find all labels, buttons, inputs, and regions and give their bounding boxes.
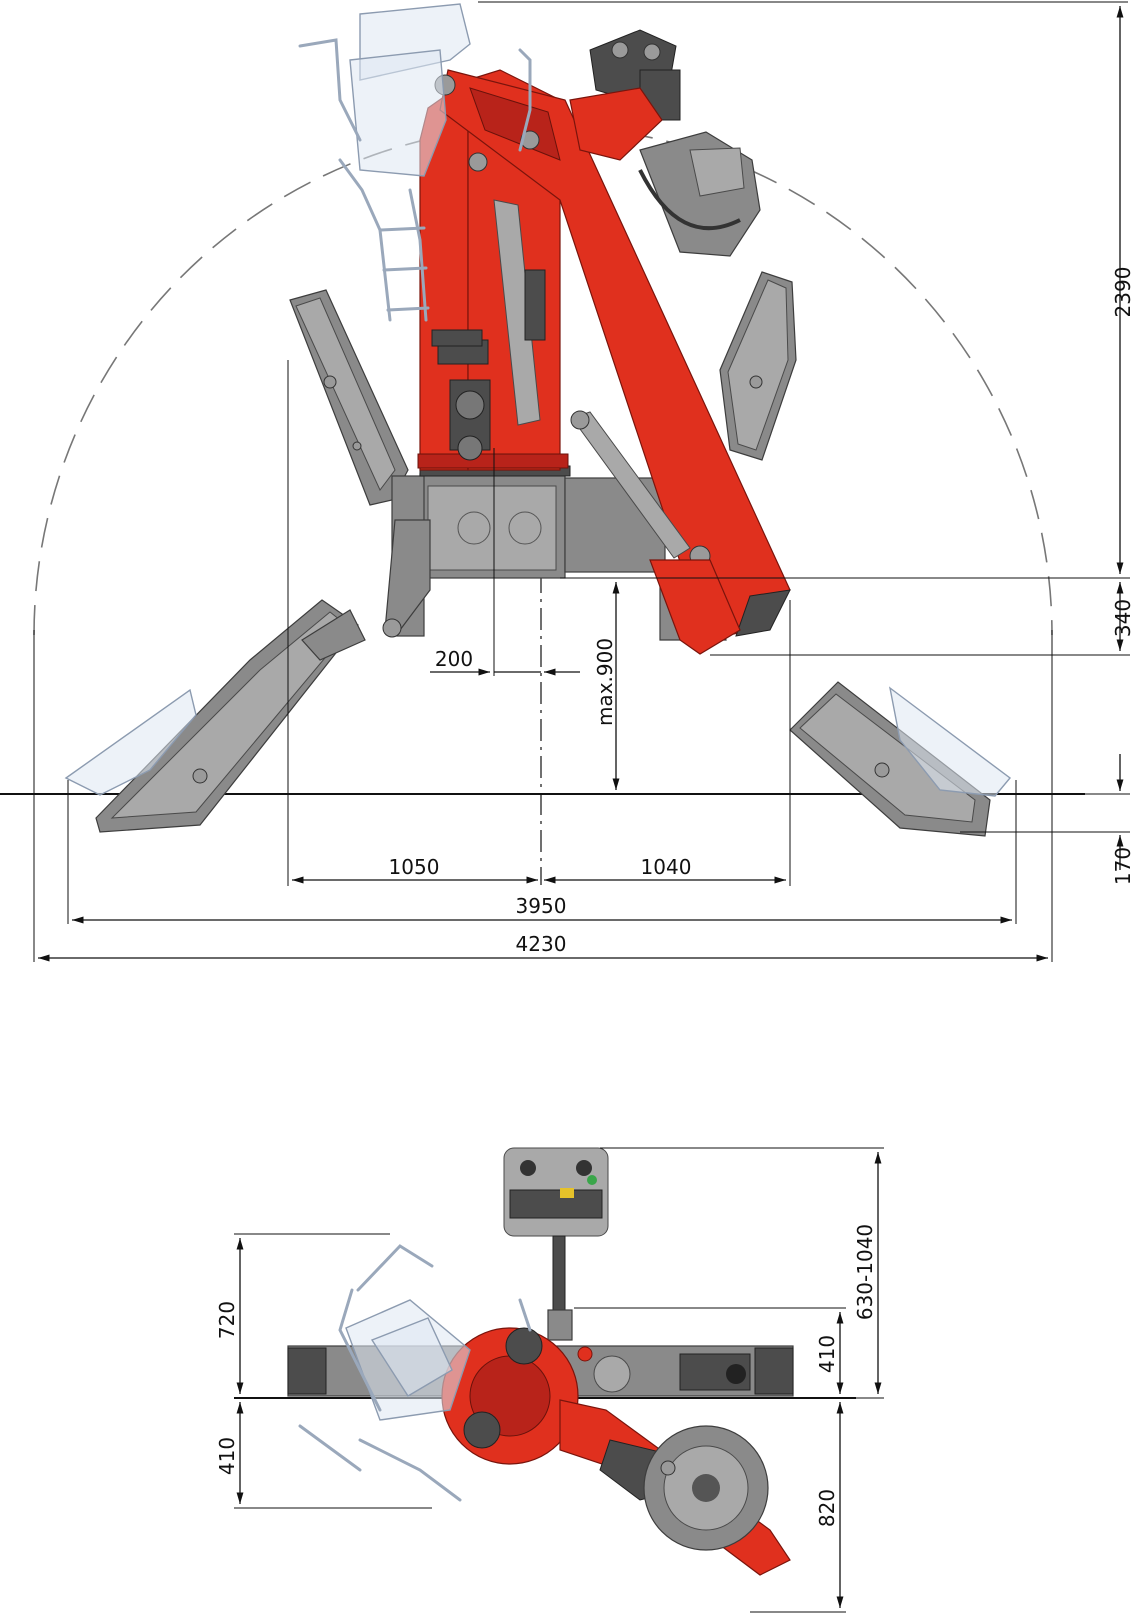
top-view-dimensions: 720 410 410 820 630-1040: [215, 1147, 884, 1613]
dim-200: 200: [435, 647, 473, 671]
top-boom: [559, 1399, 791, 1576]
top-view: 720 410 410 820 630-1040: [215, 1147, 884, 1613]
left-lower-outrigger: [64, 599, 366, 833]
dim-630-1040: 630-1040: [853, 1224, 877, 1320]
dim-170: 170: [1111, 847, 1135, 885]
dim-720: 720: [215, 1301, 239, 1339]
base-frame: [382, 465, 666, 638]
side-view: 2390 340 170 max.900 200: [0, 1, 1135, 962]
dim-1040: 1040: [641, 855, 692, 879]
side-view-dimensions: 2390 340 170 max.900 200: [33, 1, 1135, 962]
right-lower-outrigger: [789, 681, 1012, 837]
dim-1050: 1050: [389, 855, 440, 879]
top-slewing-ring: [441, 1327, 579, 1465]
operator-seat-ghost: [298, 3, 532, 347]
left-upper-outrigger: [289, 289, 409, 506]
dim-820: 820: [815, 1489, 839, 1527]
dim-max-900: max.900: [593, 638, 617, 726]
dim-4230: 4230: [516, 932, 567, 956]
control-panel: [503, 1147, 609, 1341]
dim-340: 340: [1111, 599, 1135, 637]
grapple-rotator: [569, 29, 761, 257]
dim-410-left: 410: [215, 1437, 239, 1475]
boom-tip: [649, 559, 741, 655]
dim-2390: 2390: [1111, 267, 1135, 318]
dim-3950: 3950: [516, 894, 567, 918]
right-upper-outrigger: [719, 271, 797, 461]
top-operator-seat-ghost: [298, 1244, 532, 1502]
dim-410-right: 410: [815, 1335, 839, 1373]
